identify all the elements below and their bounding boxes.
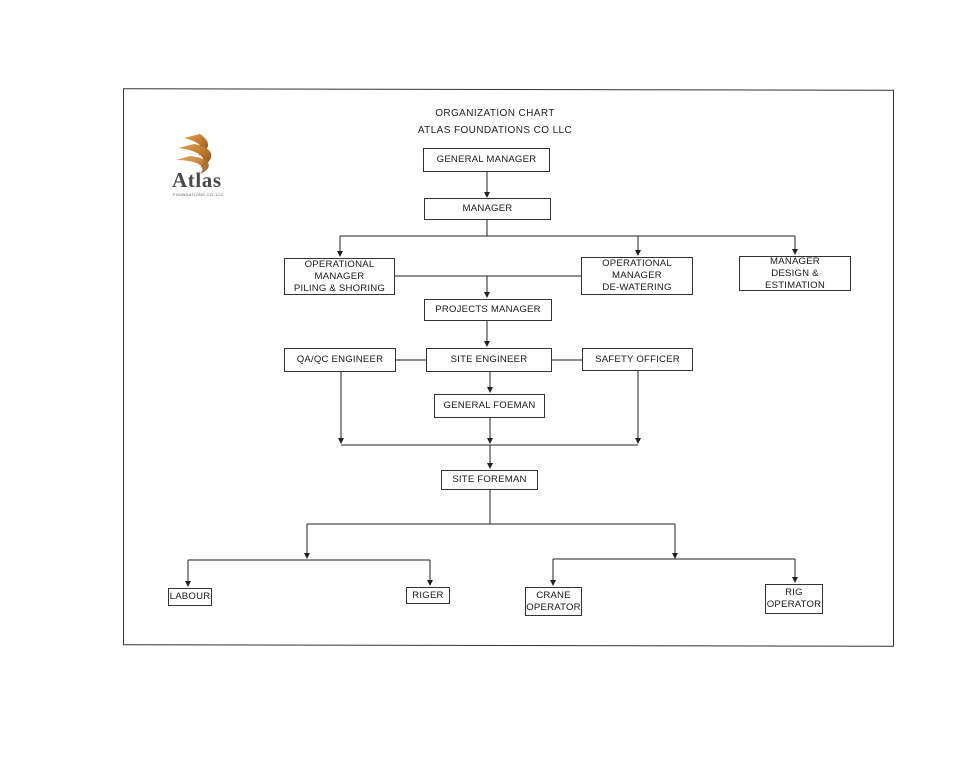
node-site-engineer: SITE ENGINEER	[426, 348, 552, 372]
node-general-foreman: GENERAL FOEMAN	[434, 394, 545, 418]
node-operational-manager-piling: OPERATIONAL MANAGER PILING & SHORING	[284, 258, 395, 295]
node-rig-operator: RIG OPERATOR	[765, 584, 823, 614]
node-manager: MANAGER	[424, 198, 551, 220]
node-labour: LABOUR	[168, 588, 212, 606]
node-qa-qc-engineer: QA/QC ENGINEER	[284, 348, 396, 372]
node-projects-manager: PROJECTS MANAGER	[424, 299, 552, 321]
node-riger: RIGER	[406, 587, 450, 604]
logo-subtitle: FOUNDATIONS CO. LLC	[173, 192, 225, 197]
node-safety-officer: SAFETY OFFICER	[582, 348, 693, 371]
atlas-flame-logo-icon	[176, 134, 212, 174]
logo-wordmark: Atlas	[172, 168, 222, 192]
chart-title: ORGANIZATION CHART	[435, 108, 555, 119]
node-general-manager: GENERAL MANAGER	[423, 148, 550, 172]
node-operational-manager-dewatering: OPERATIONAL MANAGER DE-WATERING	[581, 257, 693, 295]
node-site-foreman: SITE FOREMAN	[441, 470, 538, 490]
company-name: ATLAS FOUNDATIONS CO LLC	[417, 125, 573, 136]
node-manager-design-estimation: MANAGER DESIGN & ESTIMATION	[739, 256, 851, 291]
node-crane-operator: CRANE OPERATOR	[525, 587, 582, 616]
